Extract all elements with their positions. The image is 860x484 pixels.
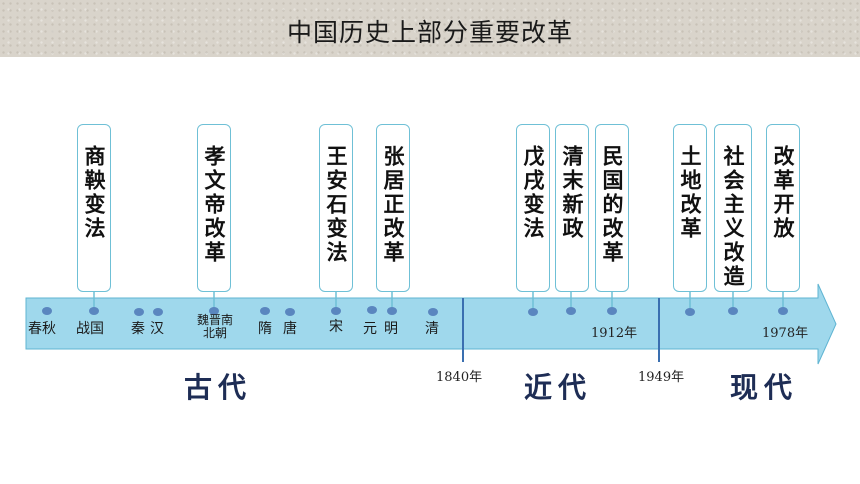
year-label: 1949年	[638, 370, 685, 385]
reform-card: 孝文帝改革	[197, 124, 231, 292]
reform-card: 改革开放	[766, 124, 800, 292]
year-label: 1912年	[591, 326, 638, 341]
period-label: 秦	[131, 321, 145, 337]
reform-card: 商鞅变法	[77, 124, 111, 292]
reform-card: 清末新政	[555, 124, 589, 292]
timeline-dots	[42, 306, 788, 316]
period-label: 隋	[258, 321, 272, 337]
dot	[153, 308, 163, 316]
period-label: 春秋	[28, 321, 56, 337]
dot	[528, 308, 538, 316]
reform-card: 土地改革	[673, 124, 707, 292]
reform-card: 戊戌变法	[516, 124, 550, 292]
reform-card-text: 土地改革	[678, 145, 702, 241]
dot	[778, 307, 788, 315]
reform-card-text: 张居正改革	[381, 145, 405, 265]
era-label: 古代	[184, 371, 253, 404]
era-label: 近代	[524, 371, 593, 404]
dot	[685, 308, 695, 316]
reform-card-text: 民国的改革	[600, 145, 624, 265]
reform-card: 王安石变法	[319, 124, 353, 292]
timeline-arrow	[25, 283, 837, 365]
dot	[42, 307, 52, 315]
reform-card-text: 商鞅变法	[82, 145, 106, 241]
dot	[260, 307, 270, 315]
dot	[209, 307, 219, 315]
dot	[134, 308, 144, 316]
dot	[285, 308, 295, 316]
reform-card: 民国的改革	[595, 124, 629, 292]
reform-card-text: 王安石变法	[324, 145, 348, 265]
period-label: 战国	[76, 321, 104, 337]
year-label: 1840年	[436, 370, 483, 385]
dot	[566, 307, 576, 315]
dot	[428, 308, 438, 316]
period-label: 明	[384, 321, 398, 337]
page-title: 中国历史上部分重要改革	[286, 18, 573, 47]
period-label: 宋	[329, 319, 343, 335]
reform-card-text: 戊戌变法	[521, 145, 545, 241]
reform-card: 社会主义改造	[714, 124, 752, 292]
era-label: 现代	[730, 371, 799, 404]
year-label: 1978年	[762, 326, 809, 341]
period-label: 元	[363, 321, 377, 337]
reform-card-text: 社会主义改造	[721, 145, 745, 289]
reform-card-text: 清末新政	[560, 145, 584, 241]
dot	[607, 307, 617, 315]
reform-card-text: 孝文帝改革	[202, 145, 226, 265]
period-label: 汉	[150, 321, 164, 337]
reform-card: 张居正改革	[376, 124, 410, 292]
period-label: 唐	[283, 321, 297, 337]
dot	[367, 306, 377, 314]
reform-card-text: 改革开放	[771, 145, 795, 241]
period-label: 清	[425, 321, 439, 337]
dot	[728, 307, 738, 315]
dot	[387, 307, 397, 315]
timeline-dividers	[462, 298, 660, 362]
dot	[331, 307, 341, 315]
title-banner: 中国历史上部分重要改革	[0, 0, 860, 57]
dot	[89, 307, 99, 315]
period-label: 魏晋南北朝	[196, 313, 233, 340]
